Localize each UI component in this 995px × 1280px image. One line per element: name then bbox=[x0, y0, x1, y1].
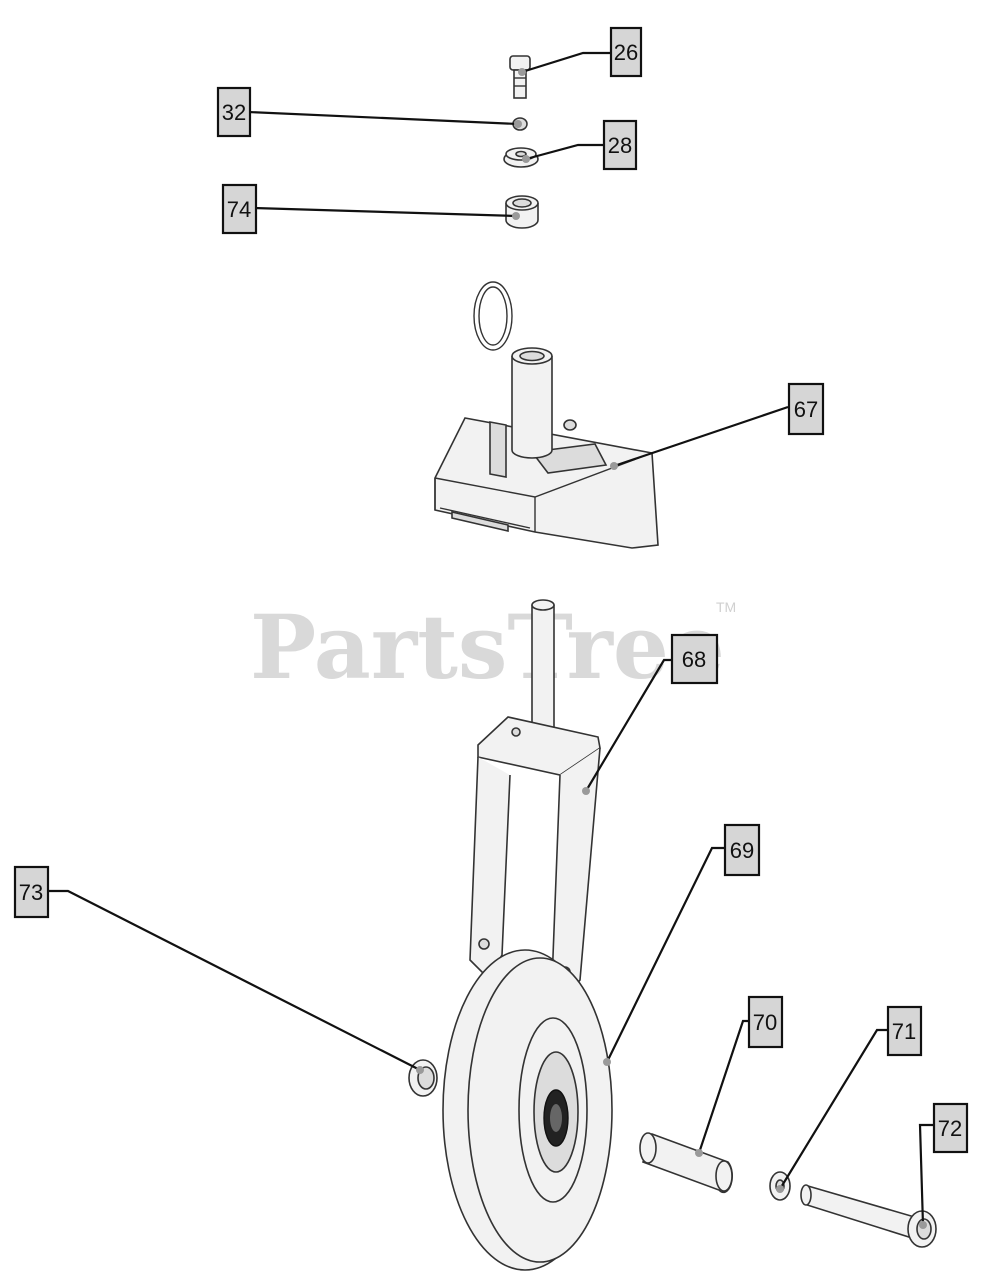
svg-text:26: 26 bbox=[614, 40, 638, 65]
part-housing-67 bbox=[434, 347, 659, 549]
callout-71: 71 bbox=[776, 1005, 923, 1193]
callout-69: 69 bbox=[603, 823, 761, 1066]
svg-text:70: 70 bbox=[753, 1010, 777, 1035]
callout-28: 28 bbox=[522, 119, 638, 171]
watermark-text: PartsTree bbox=[250, 595, 725, 699]
part-wheel-69 bbox=[442, 949, 613, 1271]
callout-73: 73 bbox=[13, 865, 424, 1074]
svg-text:72: 72 bbox=[938, 1116, 962, 1141]
callout-32: 32 bbox=[216, 86, 522, 138]
svg-text:69: 69 bbox=[730, 838, 754, 863]
callout-70: 70 bbox=[695, 995, 784, 1157]
part-screw-26 bbox=[509, 55, 531, 99]
svg-text:73: 73 bbox=[19, 880, 43, 905]
svg-text:67: 67 bbox=[794, 397, 818, 422]
callout-72: 72 bbox=[918, 1102, 969, 1229]
watermark-trademark: TM bbox=[716, 599, 736, 615]
callout-74: 74 bbox=[221, 183, 520, 235]
svg-text:68: 68 bbox=[682, 647, 706, 672]
part-snap-ring bbox=[473, 281, 513, 351]
svg-text:71: 71 bbox=[892, 1019, 916, 1044]
svg-text:32: 32 bbox=[222, 100, 246, 125]
svg-text:28: 28 bbox=[608, 133, 632, 158]
part-spacer-70 bbox=[639, 1132, 734, 1194]
callout-26: 26 bbox=[518, 26, 643, 78]
part-bushing-74 bbox=[505, 195, 539, 229]
callout-67: 67 bbox=[610, 382, 825, 470]
part-bolt-72 bbox=[800, 1184, 937, 1248]
watermark: PartsTree TM bbox=[250, 595, 736, 699]
callout-68: 68 bbox=[582, 633, 719, 795]
svg-text:74: 74 bbox=[227, 197, 251, 222]
